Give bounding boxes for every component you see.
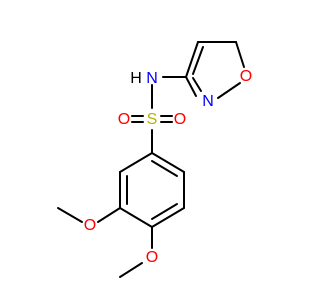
bond-o-meta-ch3 (57, 207, 83, 223)
bond-o-n (217, 82, 241, 99)
molecule-structure: H N S O O N O O O (57, 41, 252, 278)
atom-o-para-label: O (146, 249, 158, 266)
atom-h-label: H (130, 70, 142, 87)
bond-c6-c1 (151, 152, 185, 173)
bond-c3-o-meta (97, 207, 121, 223)
bond-c6-c1-inner (151, 160, 178, 177)
atom-n-ring-label: N (202, 93, 214, 110)
atom-nh-label: N (146, 70, 158, 87)
bond-n-c3 (185, 76, 197, 97)
bond-c4-c5-inner (151, 203, 178, 220)
bond-c4-c5 (151, 207, 185, 228)
bond-c3-c4 (185, 41, 199, 78)
atom-s-label: S (147, 111, 158, 128)
benzene-ring (119, 152, 185, 228)
atom-o-left-label: O (118, 111, 130, 128)
bond-c5-o (235, 41, 245, 68)
atom-o-ring-label: O (240, 68, 252, 85)
bond-o-para-ch3 (119, 262, 143, 278)
bond-n-c3-inner (192, 77, 202, 92)
isoxazole-ring (185, 41, 245, 99)
atom-o-meta-label: O (84, 217, 96, 234)
atom-o-right-label: O (174, 111, 186, 128)
bond-c3-c4 (119, 207, 153, 228)
bond-c3-c4-inner (192, 46, 204, 75)
bond-c1-c2 (119, 152, 153, 173)
